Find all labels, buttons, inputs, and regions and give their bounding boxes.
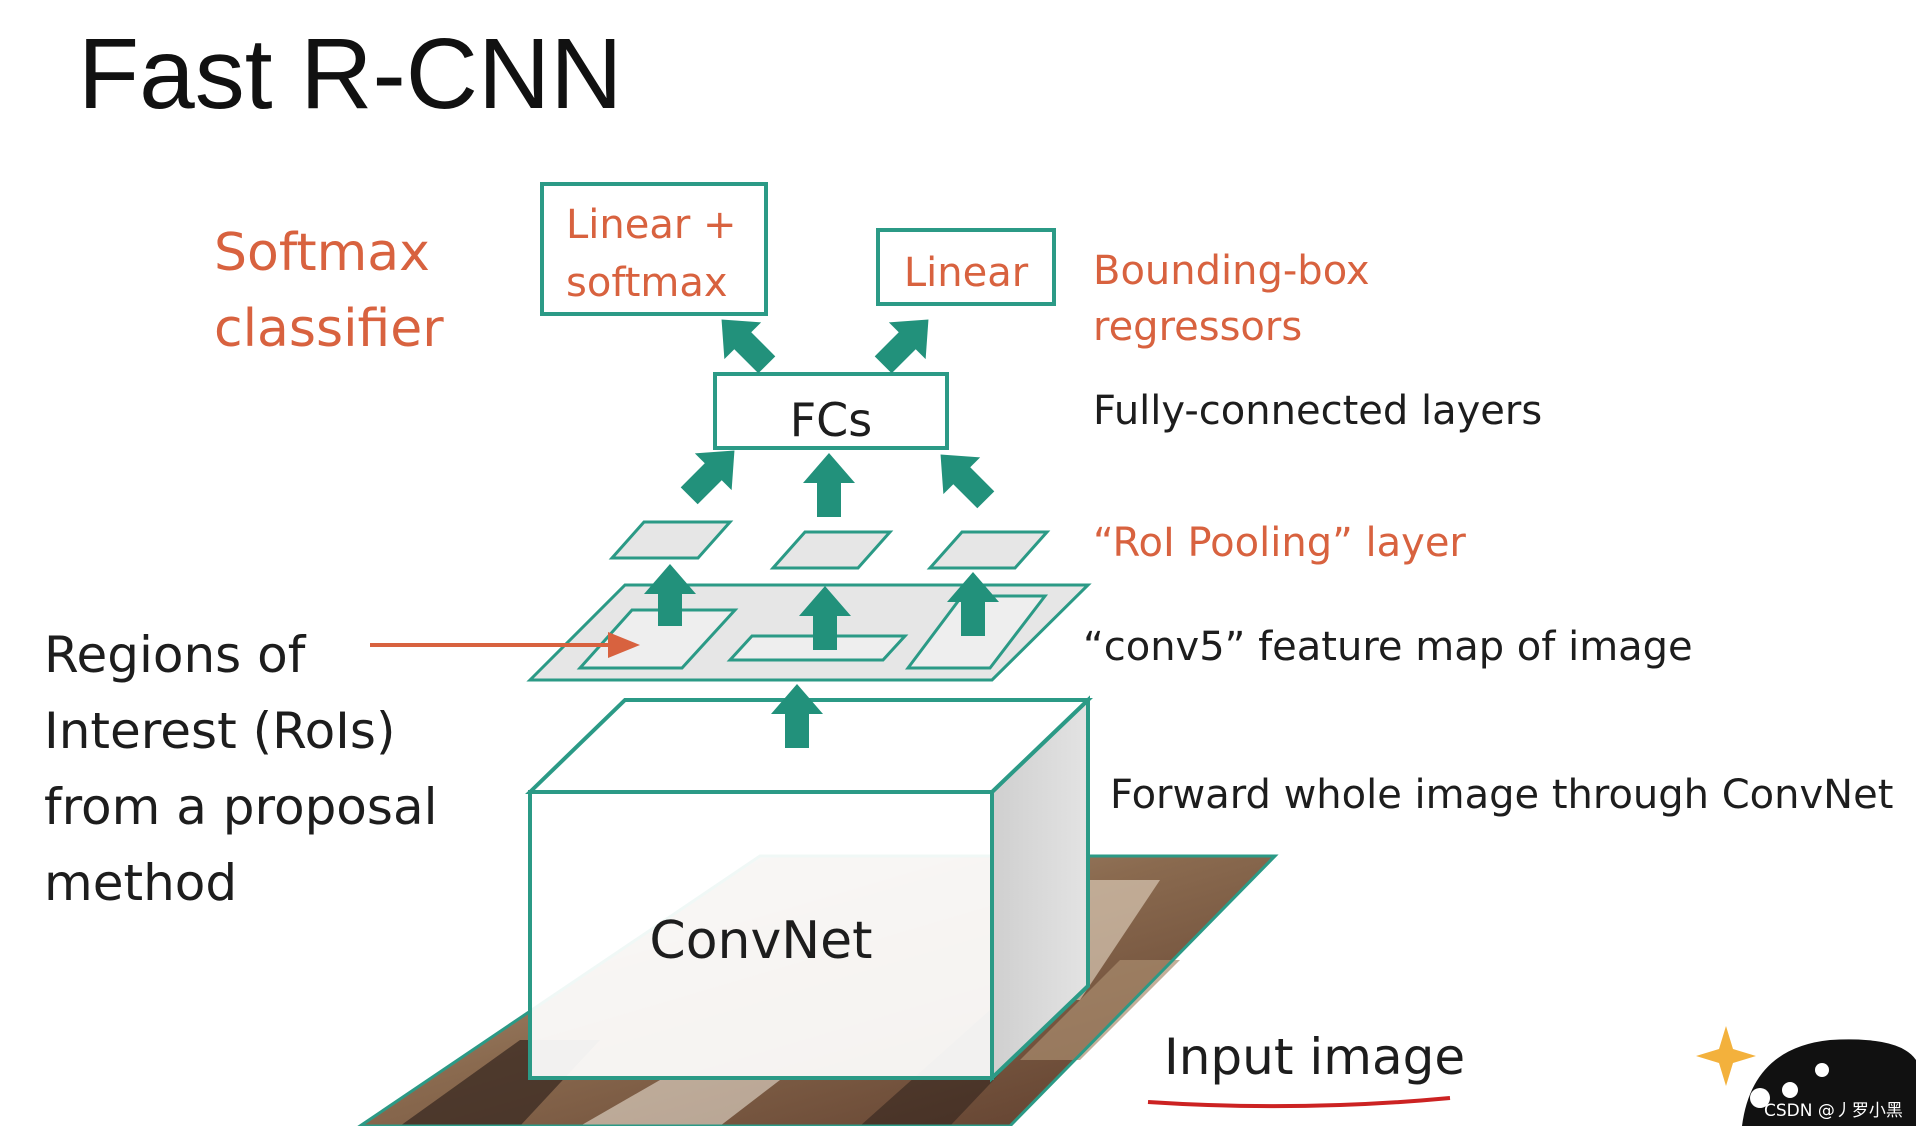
rois-label-line3: from a proposal — [44, 778, 437, 836]
fully-connected-label: Fully-connected layers — [1093, 388, 1542, 434]
roi-pooled-cell-3 — [926, 530, 1051, 570]
softmax-classifier-line1: Softmax — [214, 223, 430, 283]
slide-title: Fast R-CNN — [78, 18, 622, 130]
arrow-up-right-icon — [874, 319, 929, 374]
sparkle-icon — [1696, 1026, 1756, 1086]
arrow-up-left-icon — [940, 454, 995, 509]
rois-label-line4: method — [44, 854, 237, 912]
roi-pooled-cell-1 — [608, 520, 734, 560]
arrow-up-icon — [644, 564, 696, 626]
roi-pooled-cell-2 — [769, 530, 894, 570]
arrow-up-icon — [803, 453, 855, 517]
softmax-classifier-line2: classifier — [214, 299, 444, 359]
arrow-up-icon — [947, 572, 999, 636]
cartoon-avatar-icon — [1742, 1039, 1916, 1126]
arrow-up-left-icon — [721, 319, 776, 374]
fcs-label: FCs — [790, 393, 873, 447]
watermark: CSDN @丿罗小黑 — [1764, 1101, 1903, 1121]
arrows — [644, 319, 999, 748]
arrow-up-icon — [799, 586, 851, 650]
conv5-label: “conv5” feature map of image — [1083, 624, 1693, 670]
linear-softmax-label-line1: Linear + — [566, 202, 737, 248]
convnet-label: ConvNet — [649, 911, 872, 971]
rois-label-line2: Interest (RoIs) — [44, 702, 395, 760]
linear-softmax-box — [540, 182, 768, 316]
bbox-regressors-line1: Bounding-box — [1093, 248, 1370, 294]
linear-label: Linear — [904, 250, 1029, 296]
input-image-underline — [1147, 1096, 1451, 1109]
arrow-up-right-icon — [680, 450, 735, 505]
rois-label-line1: Regions of — [44, 626, 307, 684]
roi-pooling-label: “RoI Pooling” layer — [1093, 520, 1466, 566]
roi-pointer-arrow-icon — [370, 632, 640, 658]
input-image-label: Input image — [1164, 1028, 1465, 1086]
convnet-block — [525, 695, 1093, 1083]
bbox-regressors-line2: regressors — [1093, 304, 1302, 350]
arrow-up-icon — [771, 684, 823, 748]
fcs-box — [713, 372, 949, 450]
conv5-feature-map — [526, 583, 1092, 682]
linear-box — [876, 228, 1056, 306]
linear-softmax-label-line2: softmax — [566, 260, 728, 306]
forward-label: Forward whole image through ConvNet — [1110, 772, 1893, 818]
